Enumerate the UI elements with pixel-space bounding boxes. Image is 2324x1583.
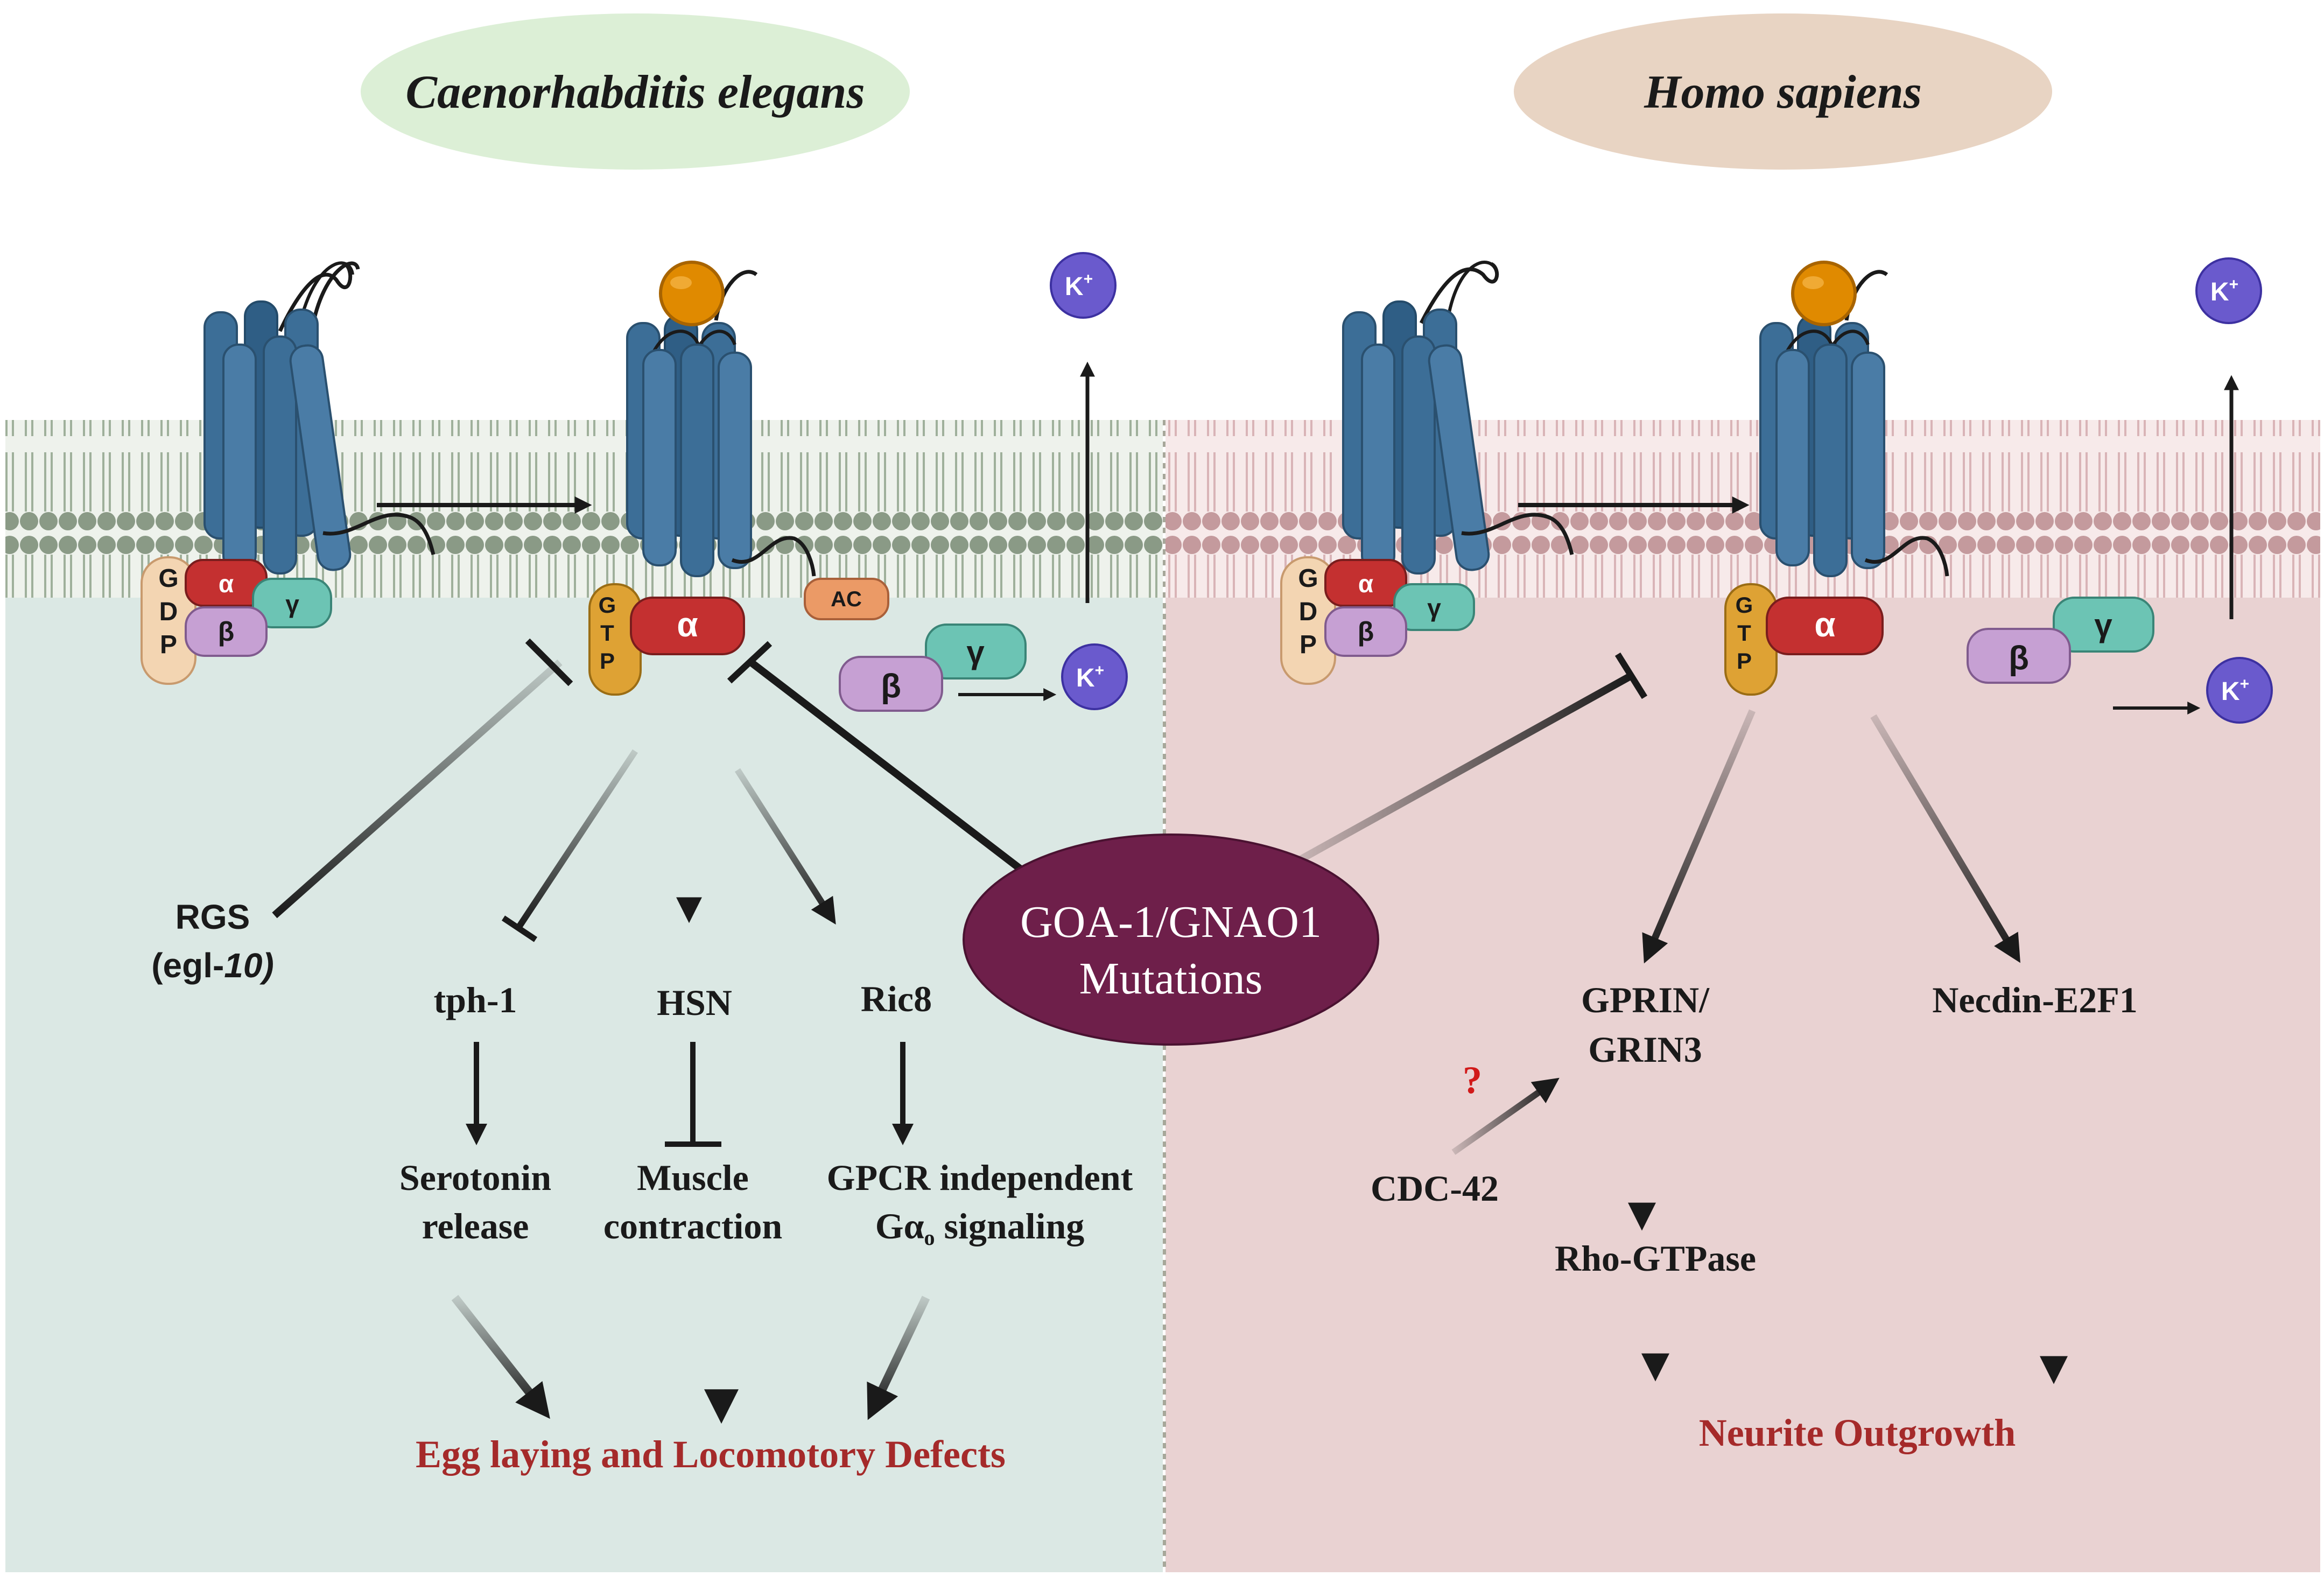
species-label-left: Caenorhabditis elegans xyxy=(405,66,865,118)
beta-label-right-active: β xyxy=(2009,640,2029,677)
gprin-label-1: GPRIN/ xyxy=(1581,979,1710,1020)
gtp-letter-p: P xyxy=(600,648,615,674)
potassium-ion-left-bottom: K+ xyxy=(1061,643,1128,710)
ligand-right xyxy=(1791,261,1857,326)
inhibit-tph1 xyxy=(516,749,638,928)
gdp-letter-d: D xyxy=(159,598,178,626)
g-beta-gamma-right: γ β xyxy=(1967,597,2154,684)
species-label-right: Homo sapiens xyxy=(1644,66,1922,118)
gpcr-signaling: signaling xyxy=(935,1206,1085,1246)
mutation-inhibition-right xyxy=(1290,652,1648,868)
cdc42-label: CDC-42 xyxy=(1371,1168,1499,1209)
serotonin-label-1: Serotonin xyxy=(399,1157,551,1198)
mutation-label-2: Mutations xyxy=(1079,954,1263,1004)
gpcr-label-1: GPCR independent xyxy=(827,1157,1133,1198)
rgs-gene-label: (egl-10) xyxy=(151,946,274,985)
arrow-gprin xyxy=(1642,709,1756,964)
muscle-label-2: contraction xyxy=(603,1206,782,1246)
species-ellipse-left xyxy=(361,13,910,170)
svg-text:K+: K+ xyxy=(2221,675,2249,706)
serotonin-label-2: release xyxy=(422,1206,529,1246)
muscle-label-1: Muscle xyxy=(637,1157,749,1198)
beta-label-left-inactive: β xyxy=(218,617,235,647)
rgs-label: RGS xyxy=(175,898,250,936)
hsn-label: HSN xyxy=(657,982,732,1023)
beta-label-left-active: β xyxy=(881,668,901,705)
gpcr-galpha: Gα xyxy=(875,1206,924,1246)
rgs-inhibition xyxy=(272,638,573,919)
k-charge: + xyxy=(2240,675,2250,693)
gtp-letter-t: T xyxy=(1737,620,1751,646)
alpha-label-right-active: α xyxy=(1814,605,1835,644)
potassium-ion-right-bottom: K+ xyxy=(2206,657,2273,724)
potassium-ion-left-top: K+ xyxy=(1050,252,1117,319)
beta-label-right-inactive: β xyxy=(1358,617,1374,647)
gtp-letter-t: T xyxy=(600,620,614,646)
gdp-letter-g: G xyxy=(158,564,178,593)
k-charge: + xyxy=(1084,270,1093,288)
unknown-link-question: ? xyxy=(1463,1059,1482,1102)
k-symbol: K xyxy=(1076,664,1095,692)
receptor-active-right xyxy=(1759,261,1949,577)
rgs-gene-prefix: (egl- xyxy=(151,946,224,985)
k-charge: + xyxy=(2229,276,2239,293)
potassium-ion-right-top: K+ xyxy=(2195,257,2262,324)
ligand-left xyxy=(659,261,725,326)
alpha-label-right-inactive: α xyxy=(1358,570,1373,598)
alpha-label-left-active: α xyxy=(677,605,698,644)
mutation-inhibition-left xyxy=(727,641,1031,878)
gdp-letter-g: G xyxy=(1298,564,1318,593)
rho-gtpase-label: Rho-GTPase xyxy=(1555,1238,1756,1279)
g-alpha-gtp-left: G T P α xyxy=(588,583,745,696)
mutation-node: GOA-1/GNAO1 Mutations xyxy=(963,833,1379,1046)
g-alpha-gtp-right: G T P α xyxy=(1724,583,1884,696)
mutation-label-1: GOA-1/GNAO1 xyxy=(1020,897,1322,947)
gtp-letter-g: G xyxy=(1736,592,1753,618)
k-symbol: K xyxy=(2221,677,2240,706)
svg-text:K+: K+ xyxy=(1065,270,1093,301)
k-symbol: K xyxy=(1065,272,1084,301)
left-outcome-label: Egg laying and Locomotory Defects xyxy=(416,1433,1006,1476)
svg-text:K+: K+ xyxy=(2210,276,2238,306)
right-panel-background xyxy=(1165,587,2320,1572)
g-beta-gamma-left: γ β xyxy=(839,624,1027,712)
arrow-ric8 xyxy=(734,768,836,925)
gpcr-label-2: Gαo signaling xyxy=(875,1206,1085,1250)
rgs-gene-number: 10 xyxy=(224,946,262,985)
gpcr-subscript: o xyxy=(924,1225,935,1250)
gamma-label-right-active: γ xyxy=(2094,607,2112,643)
k-symbol: K xyxy=(2210,278,2229,306)
k-charge: + xyxy=(1095,662,1105,680)
g-protein-gdp-left: G D P α γ β xyxy=(141,556,332,685)
right-outcome-label: Neurite Outgrowth xyxy=(1699,1411,2016,1454)
species-ellipse-right xyxy=(1514,13,2052,170)
gtp-letter-g: G xyxy=(599,592,616,618)
gdp-letter-p: P xyxy=(1300,631,1317,659)
gamma-label-left-inactive: γ xyxy=(285,590,299,618)
ac-label: AC xyxy=(831,587,862,611)
necdin-label: Necdin-E2F1 xyxy=(1932,979,2138,1020)
left-panel-background xyxy=(5,587,1163,1572)
gprin-label-2: GRIN3 xyxy=(1588,1029,1702,1070)
svg-text:K+: K+ xyxy=(1076,662,1104,692)
gtp-letter-p: P xyxy=(1737,648,1752,674)
receptor-active-left xyxy=(626,261,816,577)
gdp-letter-p: P xyxy=(160,631,177,659)
alpha-label-left-inactive: α xyxy=(219,570,234,598)
adenylyl-cyclase: AC xyxy=(804,578,889,620)
arrow-cdc42-gprin xyxy=(1451,1077,1560,1155)
gamma-label-left-active: γ xyxy=(966,634,985,670)
g-protein-gdp-right: G D P α γ β xyxy=(1280,556,1475,685)
receptor-inactive-left xyxy=(203,261,436,575)
ric8-label: Ric8 xyxy=(861,978,932,1019)
receptor-inactive-right xyxy=(1342,261,1574,575)
arrow-necdin xyxy=(1870,714,2020,963)
gdp-letter-d: D xyxy=(1299,598,1318,626)
tph1-label: tph-1 xyxy=(434,979,517,1020)
gamma-label-right-inactive: γ xyxy=(1427,594,1441,622)
